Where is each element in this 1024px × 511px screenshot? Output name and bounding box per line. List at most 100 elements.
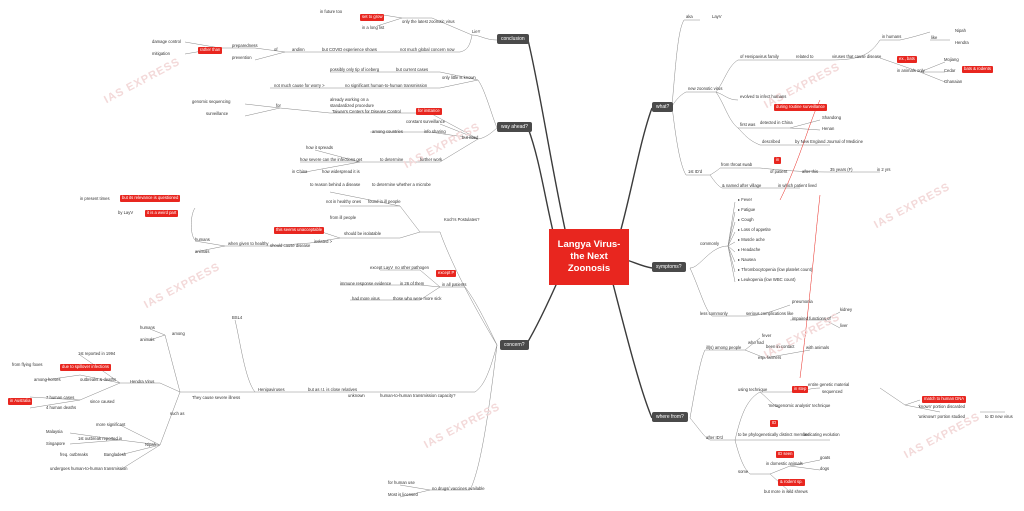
node: info sharing [424, 129, 446, 134]
node: aka [686, 14, 693, 19]
node: serious complications like [746, 311, 794, 316]
node: dogs [820, 466, 830, 471]
node: from flying foxes [12, 362, 43, 367]
node: to determine whether a microbe [372, 182, 431, 187]
node: those who were more sick [393, 296, 442, 301]
node: only little is known [442, 75, 476, 80]
branch-what[interactable]: what? [652, 102, 674, 112]
node: no other pathogen [395, 265, 429, 270]
node: how severe can the infections get [300, 157, 363, 162]
node: detected in China [760, 120, 793, 125]
node: 1st reported in 1994 [78, 351, 116, 356]
branch-conclusion[interactable]: conclusion [497, 34, 529, 44]
highlight-tag: this seems unacceptable [274, 227, 325, 234]
node: viruses that cause disease [832, 54, 882, 59]
node: constant surveillance [406, 119, 446, 124]
symptom-item: ▸ Nausea [738, 257, 756, 262]
node: Malaysia [46, 429, 63, 434]
node: from throat swab [721, 162, 753, 167]
highlight-tag: set to grow [360, 14, 385, 21]
node: except LayV [370, 265, 394, 270]
node: for human use [388, 480, 415, 485]
node: related to [796, 54, 814, 59]
node: who had [748, 340, 764, 345]
node: such as [170, 411, 185, 416]
node: using technique [738, 387, 768, 392]
node: in a long list [362, 25, 385, 30]
highlight-tag: & rodent sp. [778, 479, 805, 486]
highlight-tag: ID seen [776, 451, 795, 458]
node: Nipah [145, 442, 156, 447]
node: Hendra Virus [130, 379, 155, 384]
node: no drugs/ vaccines available [432, 486, 485, 491]
node: indicating evolution [804, 432, 840, 437]
node: Koch's Postulates? [444, 217, 480, 222]
node: found in ill people [368, 199, 401, 204]
node: when given to healthy [228, 241, 269, 246]
node: should cause disease [270, 243, 311, 248]
branch-symptoms[interactable]: symptoms? [652, 262, 686, 272]
node: but as r.t. is close relatives [308, 387, 358, 392]
node: prevention [232, 55, 252, 60]
highlight-tag: it is a weird part [145, 210, 179, 217]
node: 4 human deaths [46, 405, 77, 410]
node: freq. outbreaks [60, 452, 88, 457]
node: damage control [152, 39, 181, 44]
node: in China [292, 169, 308, 174]
branch-way-ahead[interactable]: way ahead? [497, 122, 532, 132]
node: more significant [96, 422, 126, 427]
node: but need [462, 135, 479, 140]
node: LayV [712, 14, 722, 19]
node: but current cases [396, 67, 429, 72]
node: human-to-human transmission capacity? [380, 393, 456, 398]
node: Taiwan's Centers for Disease Control [332, 109, 401, 114]
node: among countries [372, 129, 403, 134]
highlight-tag: due to spillover infections [60, 364, 112, 371]
highlight-tag: ex., bats [897, 56, 917, 63]
node: no significant human-to-human transmissi… [345, 83, 428, 88]
node: fever [762, 333, 772, 338]
branch-where-from[interactable]: where from? [652, 412, 688, 422]
symptom-item: ▸ Headache [738, 247, 761, 252]
node: in 26 of them [400, 281, 425, 286]
symptom-item: ▸ Thrombocytopenia (low platelet count) [738, 267, 813, 272]
node: 1st outbreak reported in [78, 436, 123, 441]
node: among horses [34, 377, 61, 382]
node: mitigation [152, 51, 170, 56]
highlight-tag: in [774, 157, 782, 164]
node: but COVID experience shows [322, 47, 377, 52]
node: 'metagenomic analysis' technique [768, 403, 831, 408]
node: Henan [822, 126, 835, 131]
node: unknown [348, 393, 365, 398]
node: Shandong [822, 115, 842, 120]
node: outbreaks & deaths [80, 377, 117, 382]
node: how it spreads [306, 145, 333, 150]
node: to determine [380, 157, 404, 162]
highlight-tag: during routine surveillance [774, 104, 827, 111]
node: only the latest zoonotic virus [402, 19, 455, 24]
highlight-tag: match to human DNA [922, 396, 967, 403]
node: ill(s) among people [706, 345, 742, 350]
node: first was [740, 122, 756, 127]
node: 1st ID'd [688, 169, 703, 174]
node: 7 human cases [46, 395, 75, 400]
highlight-tag: for instance [416, 108, 442, 115]
branch-concern[interactable]: concern? [500, 340, 529, 350]
node: liver [840, 323, 848, 328]
node: to be phylogenetically distinct member [738, 432, 809, 437]
node: by New England Journal of Medicine [795, 139, 863, 144]
highlight-tag: bats & rodents [962, 66, 994, 73]
node: Henipaviruses [258, 387, 285, 392]
node: pneumonia [792, 299, 813, 304]
node: BSL4 [232, 315, 243, 320]
node: Hendra [955, 40, 969, 45]
node: should be isolatable [344, 231, 382, 236]
node: in domestic animals [766, 461, 803, 466]
node: like [931, 35, 938, 40]
symptom-item: ▸ Muscle ache [738, 237, 765, 242]
node: already working on a [330, 97, 369, 102]
node: among [172, 331, 185, 336]
